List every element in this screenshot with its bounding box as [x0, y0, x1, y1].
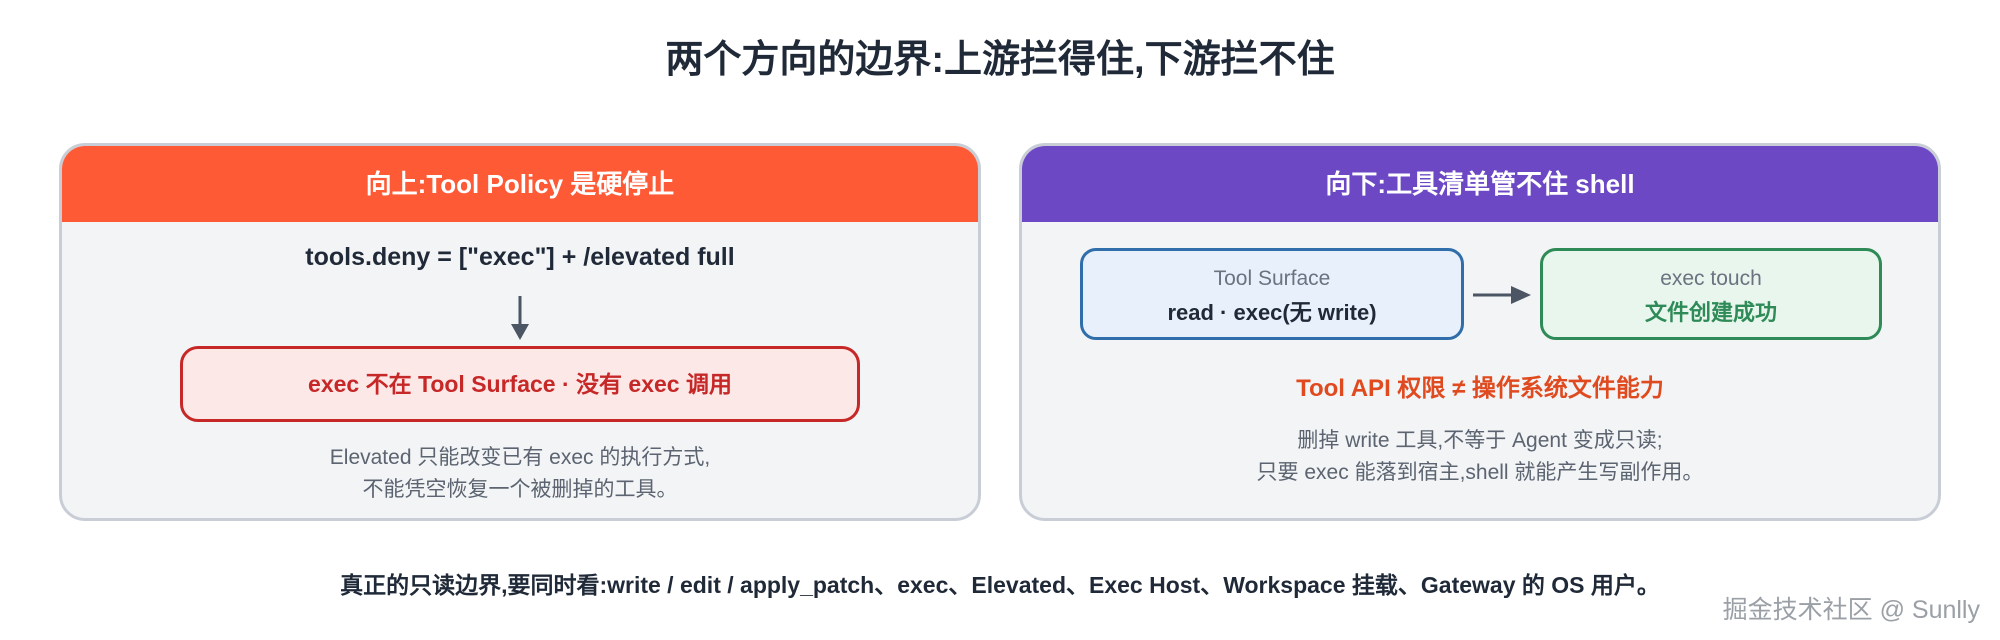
downstream-note: 删掉 write 工具,不等于 Agent 变成只读; 只要 exec 能落到宿… — [1022, 425, 1938, 489]
no-exec-result-box: exec 不在 Tool Surface · 没有 exec 调用 — [180, 346, 860, 422]
right-arrow-icon — [1473, 286, 1531, 304]
downstream-panel-header: 向下:工具清单管不住 shell — [1022, 146, 1938, 222]
tool-surface-label: Tool Surface — [1213, 267, 1331, 290]
tools-deny-formula: tools.deny = ["exec"] + /elevated full — [305, 243, 735, 271]
downstream-panel: 向下:工具清单管不住 shell Tool Surface read · exe… — [1019, 143, 1941, 521]
watermark: 掘金技术社区 @ Sunlly — [1722, 596, 1980, 624]
permission-warning: Tool API 权限 ≠ 操作系统文件能力 — [1296, 375, 1664, 402]
downstream-note-line: 删掉 write 工具,不等于 Agent 变成只读; — [1297, 429, 1663, 452]
upstream-note: Elevated 只能改变已有 exec 的执行方式, 不能凭空恢复一个被删掉的… — [62, 442, 978, 506]
tool-surface-box: Tool Surface read · exec(无 write) — [1080, 248, 1464, 340]
tool-surface-value: read · exec(无 write) — [1167, 300, 1377, 325]
downstream-note-line: 只要 exec 能落到宿主,shell 就能产生写副作用。 — [1256, 461, 1704, 484]
exec-touch-box: exec touch 文件创建成功 — [1540, 248, 1882, 340]
upstream-panel: 向上:Tool Policy 是硬停止 tools.deny = ["exec"… — [59, 143, 981, 521]
exec-touch-label: exec touch — [1660, 267, 1762, 290]
diagram-title: 两个方向的边界:上游拦得住,下游拦不住 — [665, 39, 1335, 81]
footer-summary: 真正的只读边界,要同时看:write / edit / apply_patch、… — [340, 572, 1660, 598]
down-arrow-icon — [511, 296, 529, 340]
upstream-note-line: 不能凭空恢复一个被删掉的工具。 — [362, 478, 678, 501]
upstream-panel-header: 向上:Tool Policy 是硬停止 — [62, 146, 978, 222]
exec-touch-value: 文件创建成功 — [1644, 300, 1777, 325]
upstream-note-line: Elevated 只能改变已有 exec 的执行方式, — [329, 446, 711, 469]
